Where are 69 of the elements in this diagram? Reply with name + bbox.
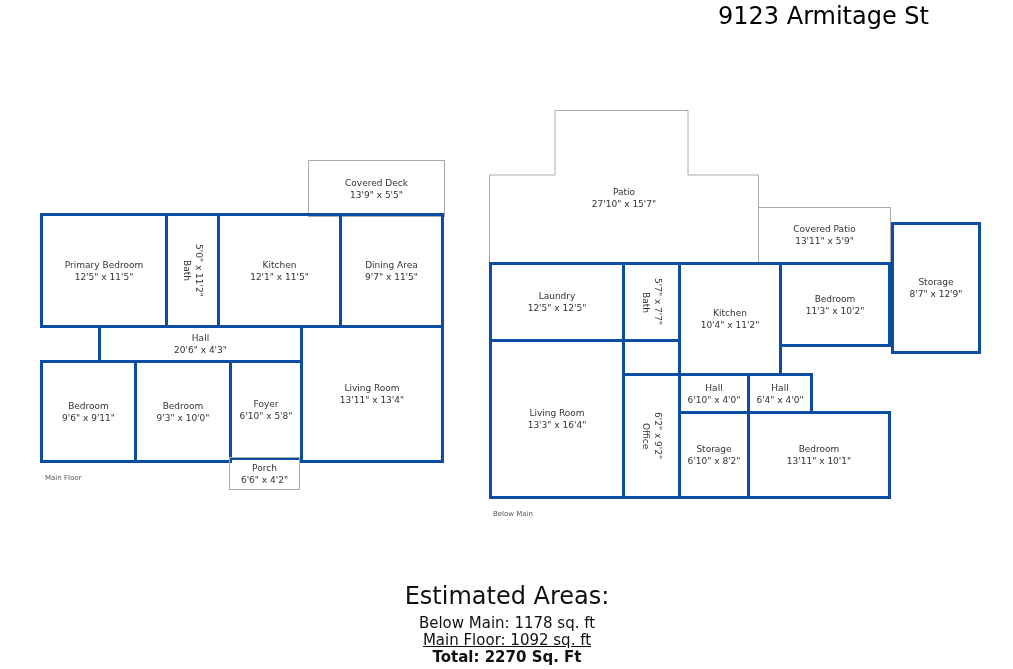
room-name: Foyer: [253, 398, 279, 410]
room-name: Porch: [252, 461, 277, 474]
room: [489, 110, 759, 263]
room-dimensions: 9'6" x 9'11": [62, 411, 115, 424]
room: [622, 373, 681, 499]
room-name: Bedroom: [162, 399, 204, 412]
room: [489, 262, 625, 342]
room: [747, 411, 891, 499]
room: [300, 325, 444, 463]
room-name: Hall: [771, 381, 789, 394]
room-name: Storage: [918, 276, 954, 288]
room-name: Bath: [180, 260, 193, 281]
room-dimensions: 6'2" x 9'2": [651, 412, 664, 460]
room: [308, 160, 445, 217]
room-name: Laundry: [538, 290, 576, 302]
room-name: Office: [639, 422, 652, 450]
room-name: Bath: [639, 291, 652, 313]
room-dimensions: 5'7" x 7'7": [651, 278, 664, 326]
areas-heading: Estimated Areas:: [404, 582, 610, 610]
room: [229, 457, 300, 490]
address-title: 9123 Armitage St: [718, 2, 929, 30]
room-dimensions: 5'0" x 11'2": [192, 244, 205, 297]
room-name: Storage: [696, 443, 732, 455]
room: [489, 339, 625, 499]
room-name: Hall: [705, 381, 723, 394]
room: [891, 222, 981, 354]
room-name: Primary Bedroom: [64, 258, 144, 271]
room-dimensions: 6'10" x 4'0": [687, 393, 741, 406]
room: [40, 213, 168, 328]
room-dimensions: 10'4" x 11'2": [700, 319, 760, 331]
room-name: Living Room: [344, 382, 400, 394]
room-dimensions: 6'4" x 4'0": [756, 393, 804, 406]
room-name: Bedroom: [798, 443, 840, 455]
room-dimensions: 9'3" x 10'0": [156, 411, 210, 424]
room-dimensions: 20'6" x 4'3": [174, 344, 227, 356]
room-name: Dining Area: [365, 258, 418, 271]
area-line: Below Main: 1178 sq. ft: [418, 614, 596, 632]
room-dimensions: 12'1" x 11'5": [250, 270, 309, 283]
room: [758, 207, 891, 263]
room-name: Living Room: [529, 407, 585, 419]
room-dimensions: 11'3" x 10'2": [805, 304, 865, 317]
room-dimensions: 9'7" x 11'5": [365, 270, 418, 283]
room-dimensions: 13'11" x 10'1": [786, 455, 852, 467]
room-dimensions: 6'10" x 8'2": [687, 455, 741, 467]
room-dimensions: 27'10" x 15'7": [591, 198, 657, 210]
room-name: Bedroom: [814, 292, 856, 305]
room-dimensions: 13'3" x 16'4": [527, 419, 587, 431]
room: [779, 262, 891, 347]
room: [40, 360, 137, 463]
area-line: Total: 2270 Sq. Ft: [432, 648, 582, 666]
room-name: Hall: [191, 332, 210, 344]
room-name: Kitchen: [713, 307, 747, 319]
room-name: Covered Deck: [345, 176, 408, 189]
room-name: Patio: [612, 186, 636, 198]
room-dimensions: 13'9" x 5'5": [350, 188, 403, 201]
room-dimensions: 6'6" x 4'2": [240, 473, 289, 486]
room-dimensions: 12'5" x 12'5": [527, 302, 587, 314]
room-dimensions: 12'5" x 11'5": [74, 270, 134, 283]
area-line: Main Floor: 1092 sq. ft: [422, 631, 592, 649]
room: [622, 262, 681, 342]
room-dimensions: 6'10" x 5'8": [239, 410, 293, 422]
room-dimensions: 8'7" x 12'9": [909, 288, 963, 300]
room-name: Bedroom: [68, 399, 109, 412]
room-name: Kitchen: [262, 258, 297, 271]
room-name: Covered Patio: [793, 223, 856, 235]
room: [678, 262, 782, 376]
room-dimensions: 13'11" x 5'9": [795, 235, 854, 247]
room-dimensions: 13'11" x 13'4": [339, 394, 405, 406]
room: [339, 213, 444, 328]
